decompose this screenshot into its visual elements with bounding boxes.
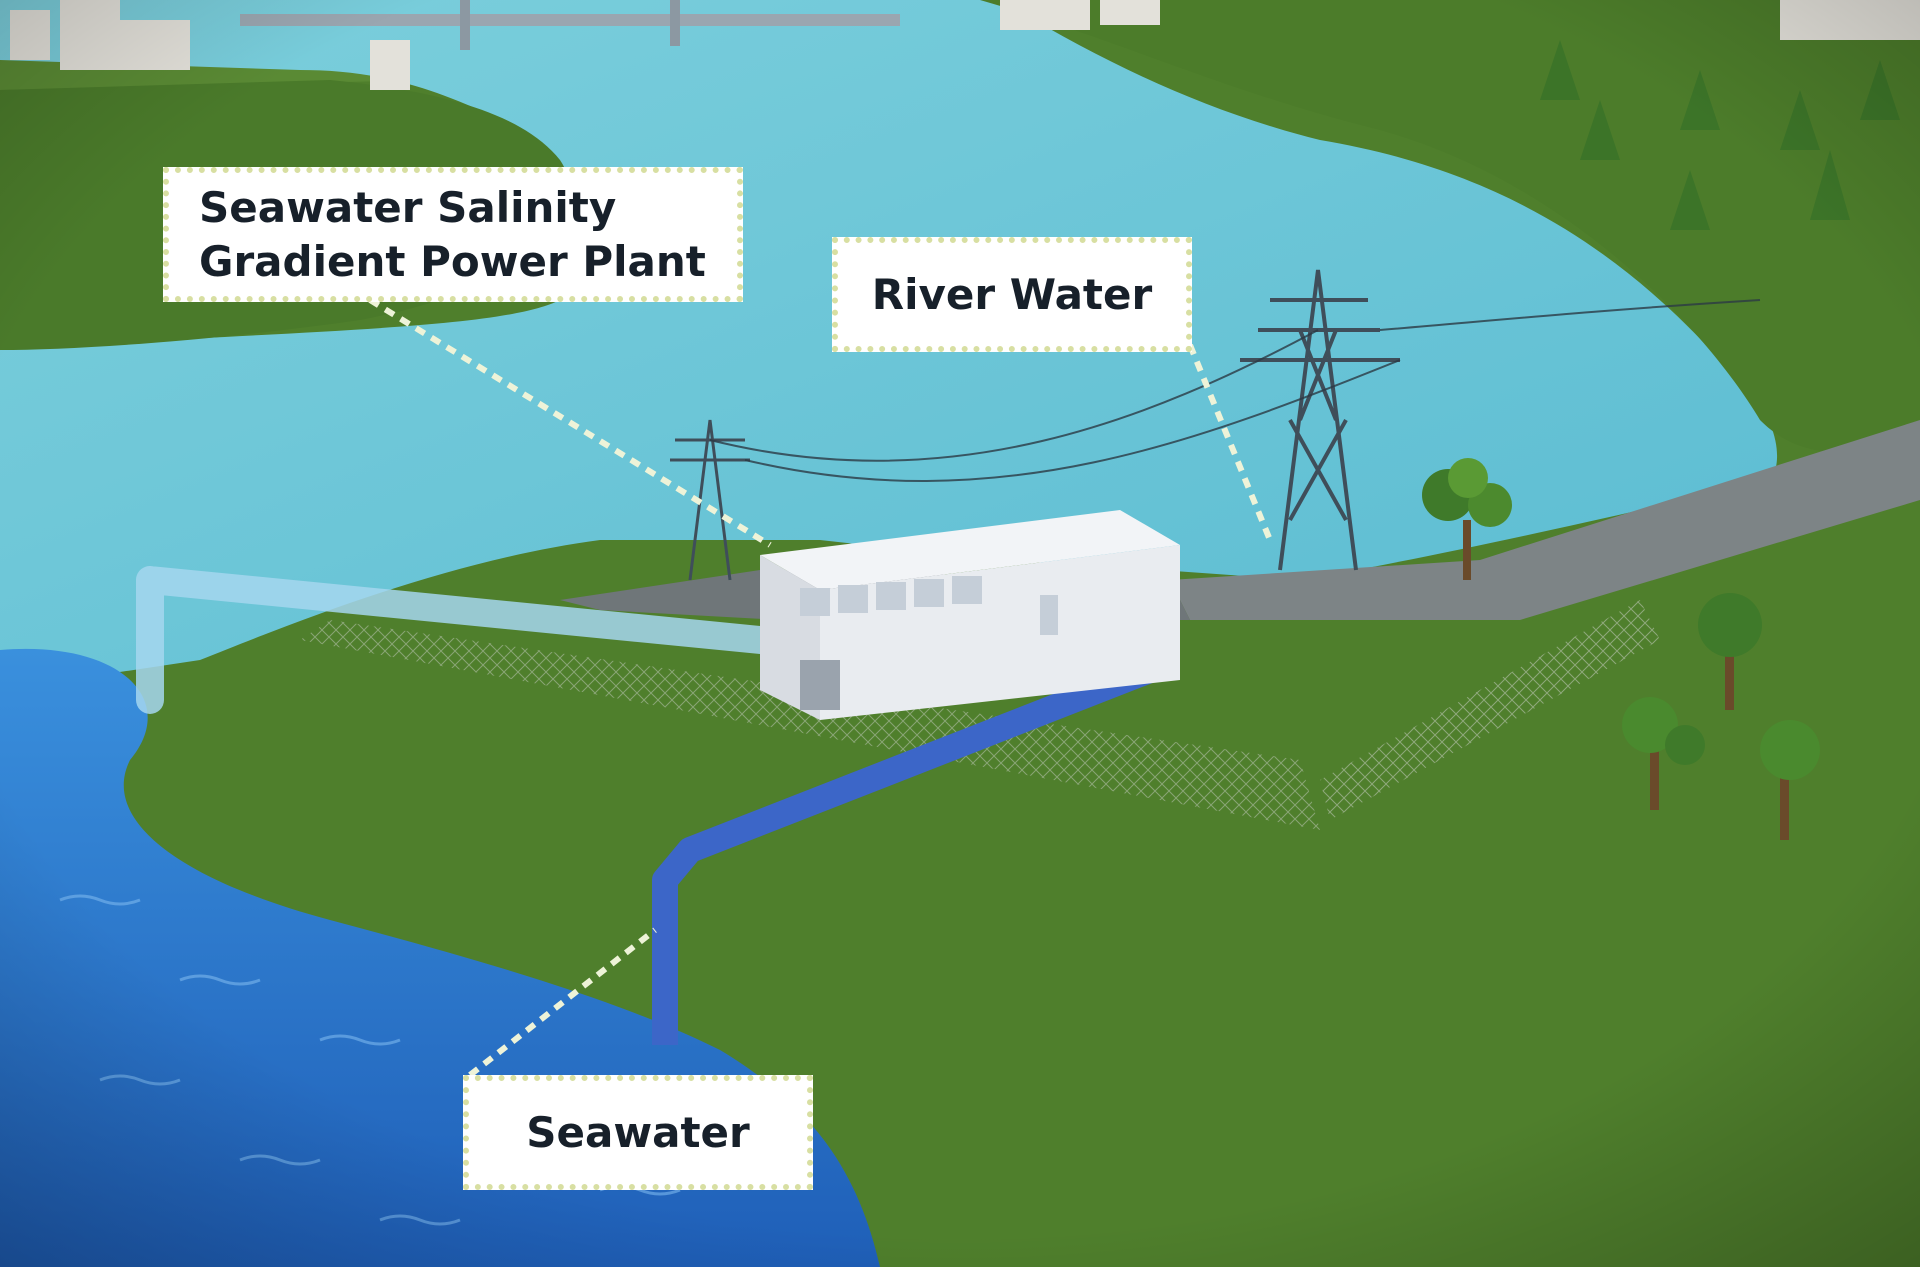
power-plant-callout: Seawater Salinity Gradient Power Plant xyxy=(163,167,743,302)
power-plant-label-line2: Gradient Power Plant xyxy=(199,236,706,286)
seawater-callout: Seawater xyxy=(463,1075,813,1190)
river-water-callout: River Water xyxy=(832,237,1192,352)
river-water-label: River Water xyxy=(871,269,1153,319)
power-plant-label-line1: Seawater Salinity xyxy=(199,182,617,232)
seawater-label: Seawater xyxy=(526,1107,750,1157)
